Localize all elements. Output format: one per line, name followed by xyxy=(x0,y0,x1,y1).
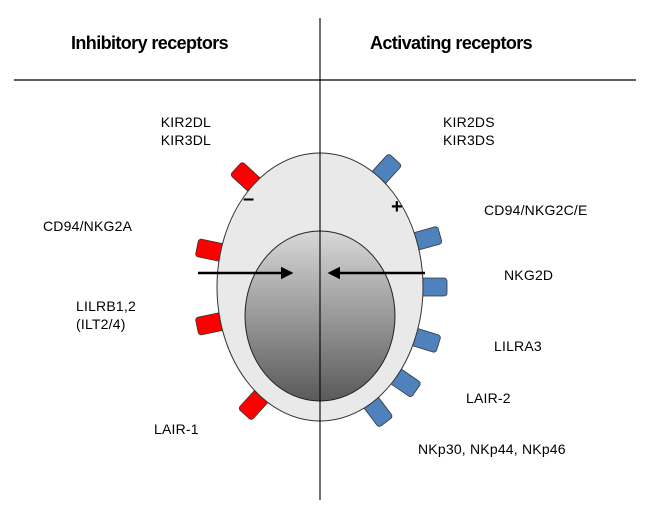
receptor-label-lilra3: LILRA3 xyxy=(494,337,542,355)
receptor-label-lilrb1-2: LILRB1,2 (ILT2/4) xyxy=(76,297,136,333)
label-line: KIR3DS xyxy=(443,132,495,148)
label-line: KIR2DL xyxy=(160,114,211,130)
label-line: NKG2D xyxy=(504,267,554,283)
inhibitory-sign: – xyxy=(243,188,255,210)
receptor-label-cd94-nkg2a: CD94/NKG2A xyxy=(43,217,132,235)
receptor-label-lair-1: LAIR-1 xyxy=(154,420,199,438)
inhibitory-receptors-header: Inhibitory receptors xyxy=(71,33,229,53)
receptor-label-cd94-nkg2c-e: CD94/NKG2C/E xyxy=(484,201,588,219)
receptor-label-nkp30-44-46: NKp30, NKp44, NKp46 xyxy=(418,440,566,458)
activating-receptors-header: Activating receptors xyxy=(370,33,533,53)
label-line: NKp30, NKp44, NKp46 xyxy=(418,441,566,457)
label-line: CD94/NKG2A xyxy=(43,218,133,234)
label-line: CD94/NKG2C/E xyxy=(484,202,588,218)
label-line: KIR3DL xyxy=(160,132,211,148)
receptor-label-lair-2: LAIR-2 xyxy=(466,389,511,407)
receptor-label-kir2dl-kir3dl: KIR2DL KIR3DL xyxy=(161,113,211,149)
receptor-label-nkg2d: NKG2D xyxy=(504,266,553,284)
receptor-label-kir2ds-kir3ds: KIR2DS KIR3DS xyxy=(443,113,495,149)
label-line: LILRB1,2 xyxy=(76,298,136,314)
label-line: (ILT2/4) xyxy=(76,316,126,332)
label-line: LILRA3 xyxy=(494,338,542,354)
activating-sign: + xyxy=(391,196,403,218)
label-line: LAIR-2 xyxy=(466,390,511,406)
label-line: KIR2DS xyxy=(443,114,495,130)
label-line: LAIR-1 xyxy=(154,421,199,437)
